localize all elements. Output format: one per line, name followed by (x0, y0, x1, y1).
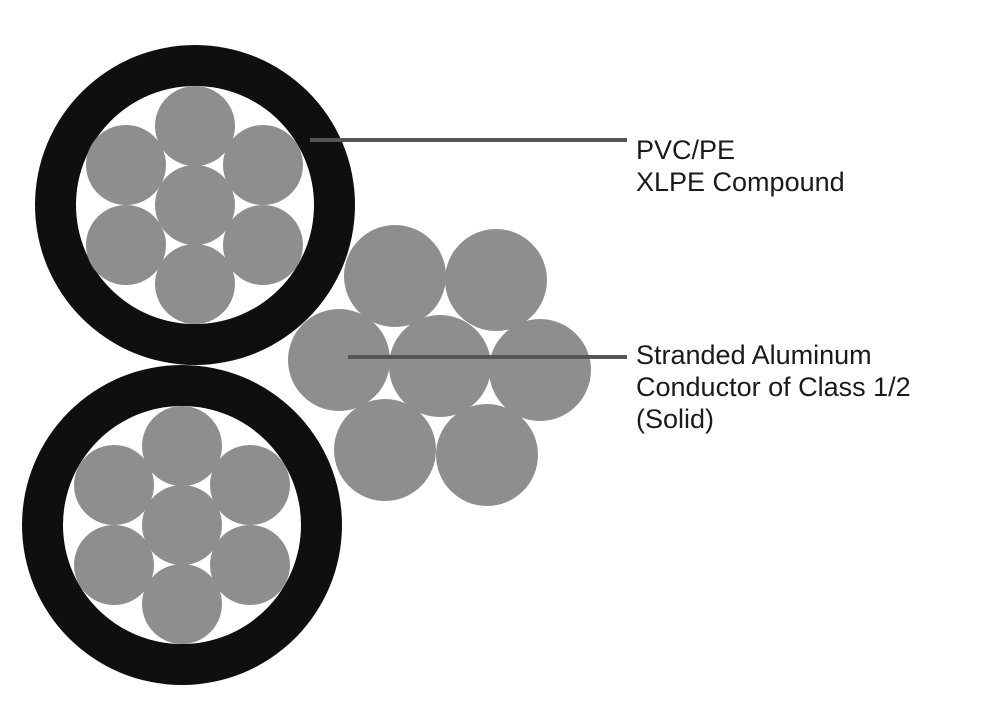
bare-stranded-conductor (288, 225, 591, 506)
insulation-label-line1: PVC/PE (636, 135, 736, 165)
strand-center (142, 485, 222, 565)
insulation-callout-label: PVC/PE XLPE Compound (636, 134, 845, 198)
strand-center (389, 315, 491, 417)
strand (155, 244, 235, 324)
conductor-label-line2: Conductor of Class 1/2 (636, 372, 911, 402)
strand (142, 406, 222, 486)
strand (288, 309, 390, 411)
insulation-label-line2: XLPE Compound (636, 167, 845, 197)
strand (210, 445, 290, 525)
strand (436, 404, 538, 506)
strand (445, 229, 547, 331)
conductor-label-line3: (Solid) (636, 404, 715, 434)
insulated-conductor-upper (35, 45, 355, 365)
strand (74, 445, 154, 525)
strand (210, 525, 290, 605)
strand (155, 86, 235, 166)
strand-center (155, 165, 235, 245)
strand (142, 564, 222, 644)
strand (223, 205, 303, 285)
strand (223, 125, 303, 205)
strand (334, 399, 436, 501)
strand-bundle-upper (86, 86, 303, 324)
strand (86, 205, 166, 285)
conductor-label-line1: Stranded Aluminum (636, 340, 872, 370)
strand (86, 125, 166, 205)
strand (344, 225, 446, 327)
conductor-callout-label: Stranded Aluminum Conductor of Class 1/2… (636, 339, 911, 435)
strand-bundle-lower (74, 406, 290, 644)
strand (489, 319, 591, 421)
insulated-conductor-lower (22, 365, 342, 685)
strand (74, 525, 154, 605)
